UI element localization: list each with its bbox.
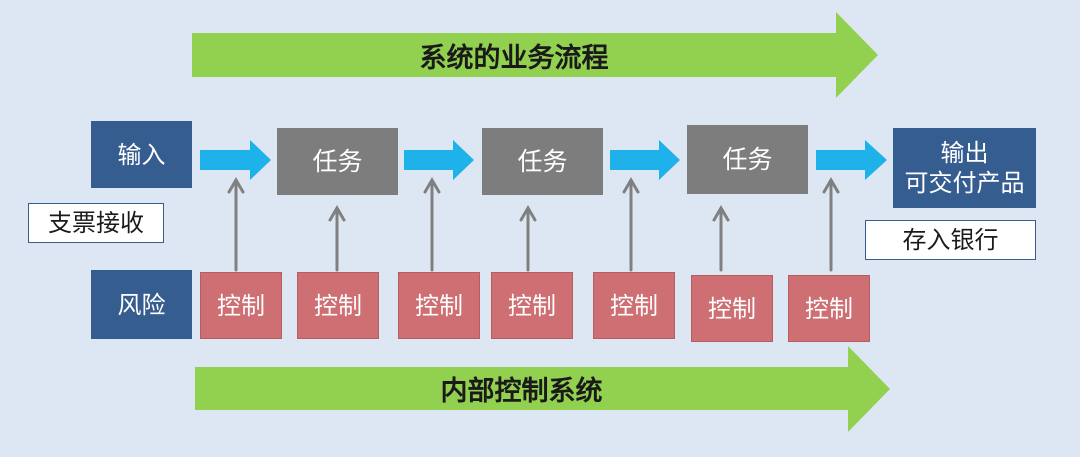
bottom-banner-title: 内部控制系统 — [440, 376, 603, 407]
output-note: 存入银行 — [865, 220, 1036, 260]
top-banner-title: 系统的业务流程 — [419, 42, 609, 74]
top-banner-arrow — [192, 12, 878, 98]
control-box-6: 控制 — [691, 275, 773, 342]
control-box-2: 控制 — [297, 272, 379, 339]
control-box-7: 控制 — [788, 275, 870, 342]
up-arrow-5 — [622, 177, 640, 272]
up-arrow-4 — [519, 205, 537, 272]
up-arrow-3 — [423, 177, 441, 272]
task-box-1: 任务 — [277, 128, 398, 195]
control-box-3: 控制 — [398, 272, 480, 339]
control-box-1: 控制 — [200, 272, 282, 339]
flow-arrow-3 — [610, 140, 680, 180]
up-arrow-7 — [822, 177, 840, 272]
input-box: 输入 — [91, 121, 192, 188]
risk-box: 风险 — [91, 270, 192, 339]
control-box-5: 控制 — [593, 272, 675, 339]
up-arrow-1 — [227, 177, 245, 272]
flow-arrow-2 — [404, 140, 474, 180]
up-arrow-2 — [328, 205, 346, 272]
input-note: 支票接收 — [28, 203, 164, 243]
flow-arrow-1 — [200, 140, 271, 180]
control-box-4: 控制 — [491, 272, 573, 339]
flow-arrow-4 — [816, 140, 887, 180]
bottom-banner-arrow — [195, 346, 890, 432]
output-box: 输出 可交付产品 — [893, 128, 1036, 208]
task-box-2: 任务 — [482, 128, 603, 195]
output-subtitle: 可交付产品 — [904, 169, 1025, 197]
task-box-3: 任务 — [687, 125, 808, 194]
up-arrow-6 — [712, 205, 730, 272]
output-title: 输出 — [940, 139, 989, 167]
